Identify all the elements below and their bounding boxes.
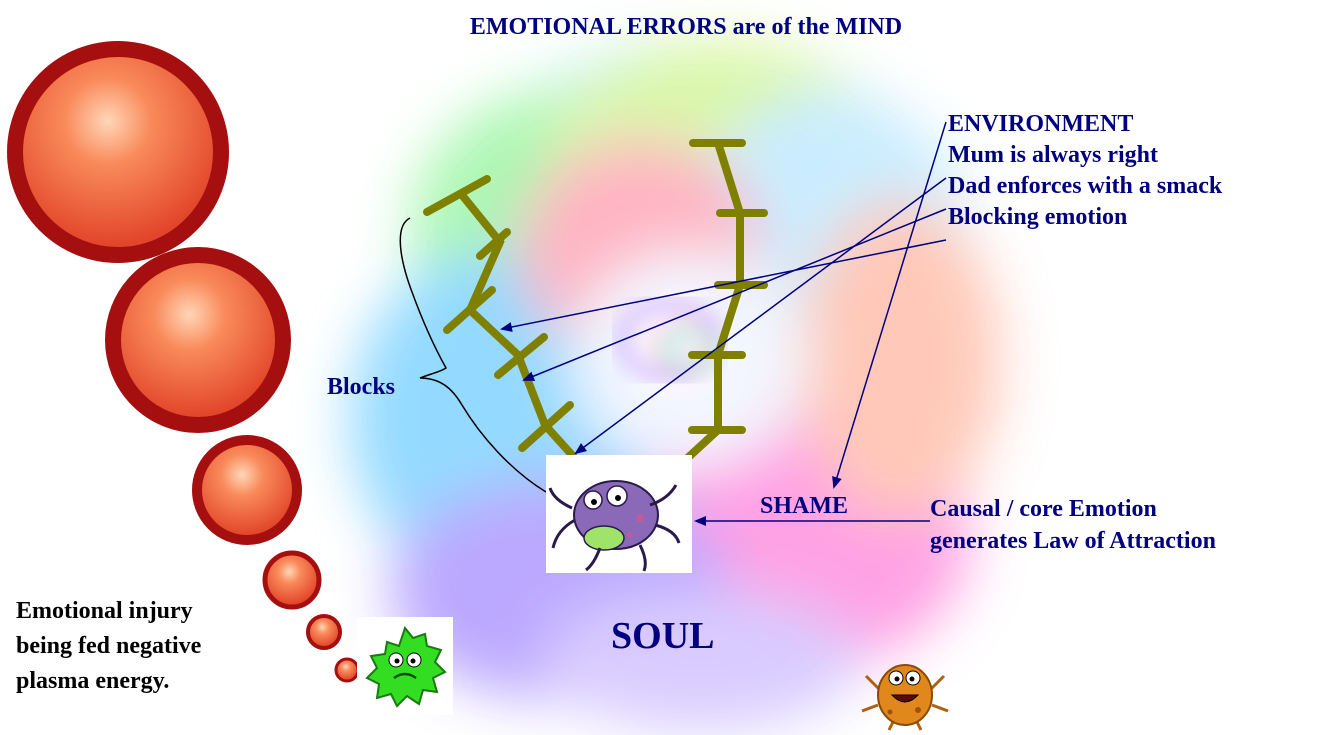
injury-line: being fed negative — [16, 633, 202, 659]
swirl-core — [570, 235, 790, 455]
thought-bubble — [192, 435, 302, 545]
thought-bubble — [7, 41, 229, 263]
thought-bubble — [306, 614, 342, 650]
causal-line: Causal / core Emotion — [930, 496, 1157, 522]
causal-line: generates Law of Attraction — [930, 528, 1216, 554]
thought-bubble — [334, 657, 360, 683]
environment-item: Blocking emotion — [948, 204, 1128, 230]
emotional-injury-label: Emotional injury being fed negative plas… — [16, 594, 201, 699]
thought-bubbles — [7, 41, 360, 683]
purple-monster-icon — [546, 455, 692, 573]
blocks-label: Blocks — [327, 374, 396, 400]
injury-line: Emotional injury — [16, 598, 193, 624]
environment-item: Mum is always right — [948, 142, 1158, 168]
blocks-right — [664, 139, 768, 480]
soul-label: SOUL — [611, 615, 715, 657]
orange-germ-icon — [861, 664, 949, 731]
environment-item: Dad enforces with a smack — [948, 173, 1223, 199]
environment-heading: ENVIRONMENT — [948, 111, 1134, 137]
blocks-left — [423, 175, 594, 479]
green-germ-icon — [357, 617, 453, 715]
causal-emotion-label: Causal / core Emotion generates Law of A… — [930, 493, 1216, 557]
injury-line: plasma energy. — [16, 668, 170, 694]
thought-bubble — [105, 247, 291, 433]
environment-list: ENVIRONMENT Mum is always right Dad enfo… — [948, 109, 1222, 233]
blocks-brace — [399, 217, 547, 493]
arrows — [500, 121, 947, 526]
page-title: EMOTIONAL ERRORS are of the MIND — [469, 14, 903, 40]
shame-label: SHAME — [760, 493, 849, 519]
thought-bubble — [262, 550, 322, 610]
